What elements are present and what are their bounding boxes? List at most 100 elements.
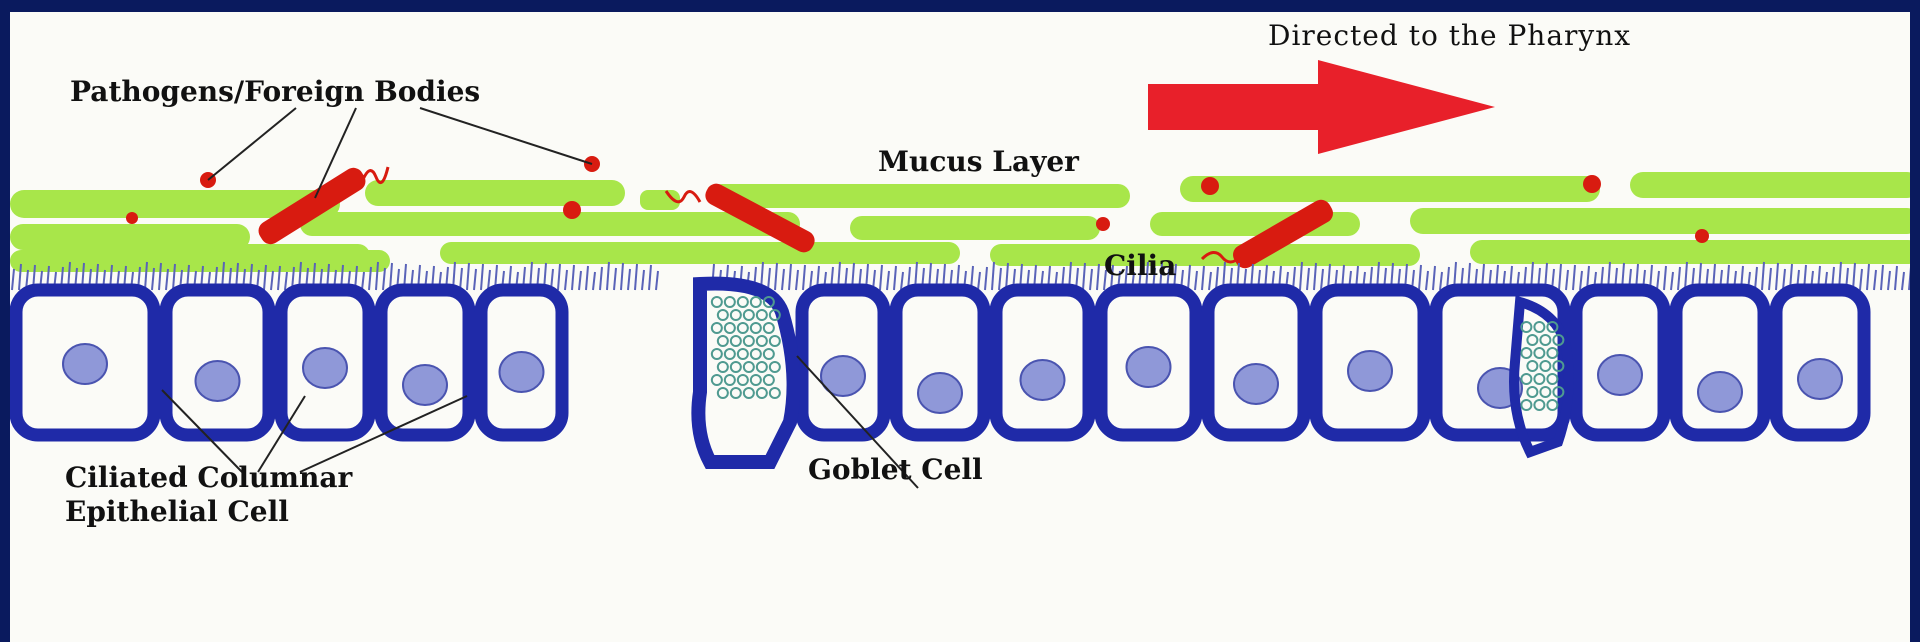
cell-nucleus xyxy=(63,344,107,384)
granule xyxy=(770,388,780,398)
granule xyxy=(757,310,767,320)
cilium xyxy=(1566,270,1568,290)
direction-label: Directed to the Pharynx xyxy=(1268,20,1631,52)
cilium xyxy=(1559,264,1561,290)
cell-nucleus xyxy=(1598,355,1642,395)
granule xyxy=(1527,387,1537,397)
cilium xyxy=(1902,272,1904,290)
granule xyxy=(764,375,774,385)
granule xyxy=(731,362,741,372)
cilium xyxy=(1860,269,1862,290)
cilium xyxy=(1209,272,1211,290)
cilium xyxy=(1419,265,1421,290)
cilium xyxy=(1433,266,1435,290)
cilium xyxy=(558,264,560,290)
granule xyxy=(751,375,761,385)
granule xyxy=(725,323,735,333)
granule xyxy=(1547,400,1557,410)
granule xyxy=(757,388,767,398)
cilium xyxy=(579,271,581,290)
granule xyxy=(718,336,728,346)
cilium xyxy=(481,264,483,290)
cilium xyxy=(999,268,1001,290)
cilium xyxy=(1895,266,1897,290)
cilium xyxy=(901,272,903,290)
cilium xyxy=(992,262,994,290)
granule xyxy=(738,323,748,333)
granule xyxy=(725,297,735,307)
granule xyxy=(1521,348,1531,358)
granule xyxy=(744,336,754,346)
granule xyxy=(712,349,722,359)
cilium xyxy=(649,265,651,290)
epithelial-cell xyxy=(381,290,469,435)
cilium xyxy=(166,269,168,290)
direction-arrow xyxy=(1148,60,1495,154)
cilium xyxy=(978,272,980,290)
cilium xyxy=(1090,269,1092,290)
cilium xyxy=(565,270,567,290)
granule xyxy=(1534,322,1544,332)
cilium xyxy=(1573,265,1575,290)
cilium xyxy=(1755,267,1757,290)
cilium xyxy=(271,271,273,290)
cell-nucleus xyxy=(500,352,544,392)
cilium xyxy=(1657,271,1659,290)
granule xyxy=(1521,400,1531,410)
goblet-granules xyxy=(712,297,780,398)
cilium xyxy=(607,262,609,290)
diagram-canvas: Directed to the Pharynx Pathogens/Foreig… xyxy=(10,12,1910,642)
cell-nucleus xyxy=(1798,359,1842,399)
cilium xyxy=(775,263,777,290)
granule xyxy=(1540,335,1550,345)
granule xyxy=(731,388,741,398)
granule xyxy=(731,310,741,320)
cilium xyxy=(1097,264,1099,290)
cilium xyxy=(635,264,637,290)
cilium xyxy=(1300,262,1302,290)
cilium xyxy=(1664,266,1666,290)
cilium xyxy=(1440,272,1442,290)
cilium xyxy=(1776,263,1778,290)
cilium xyxy=(383,268,385,290)
granule xyxy=(1534,348,1544,358)
goblet-cell-label: Goblet Cell xyxy=(808,454,983,486)
cilium xyxy=(593,272,595,290)
granule xyxy=(738,297,748,307)
cilium xyxy=(1321,269,1323,290)
granule xyxy=(751,349,761,359)
cilium xyxy=(1671,272,1673,290)
granule xyxy=(744,362,754,372)
epithelial-cell xyxy=(1208,290,1304,435)
granule xyxy=(751,297,761,307)
cilium xyxy=(887,271,889,290)
cilium xyxy=(768,268,770,290)
cilium xyxy=(789,264,791,290)
epithelial-cell-label-line1: Ciliated Columnar xyxy=(65,462,352,494)
cell-nucleus xyxy=(303,348,347,388)
cell-nucleus xyxy=(403,365,447,405)
cell-nucleus xyxy=(196,361,240,401)
cilium xyxy=(1314,263,1316,290)
cilium xyxy=(1909,267,1910,290)
cilium xyxy=(782,269,784,290)
granule xyxy=(744,388,754,398)
granule xyxy=(751,323,761,333)
granule xyxy=(770,336,780,346)
granule xyxy=(738,375,748,385)
epithelial-cell-label-line2: Epithelial Cell xyxy=(65,496,289,528)
granule xyxy=(1527,361,1537,371)
granule xyxy=(731,336,741,346)
cilium xyxy=(1083,263,1085,290)
cilium xyxy=(1202,266,1204,290)
cilium xyxy=(586,266,588,290)
granule xyxy=(764,323,774,333)
granule xyxy=(1540,361,1550,371)
granule xyxy=(738,349,748,359)
granule xyxy=(1534,374,1544,384)
cilium xyxy=(1678,267,1680,290)
granule xyxy=(757,362,767,372)
granule xyxy=(712,323,722,333)
epithelial-cell xyxy=(1676,290,1764,435)
